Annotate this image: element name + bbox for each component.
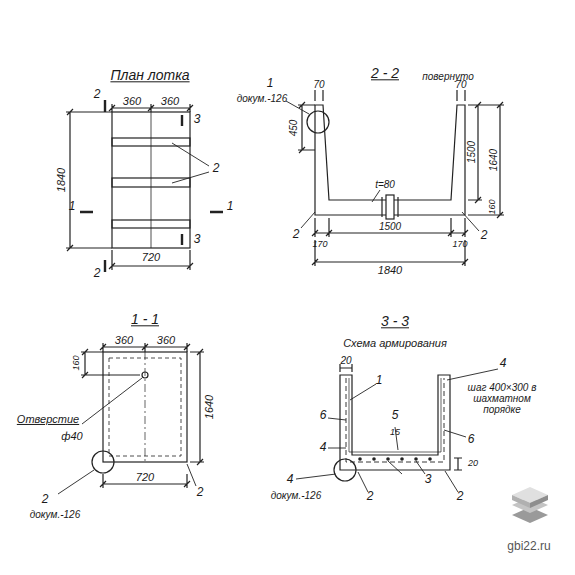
dimension: 1640	[488, 149, 499, 171]
dimension: 15	[390, 428, 400, 438]
dimension: 360	[123, 95, 141, 107]
note: Отверстие	[17, 413, 79, 425]
view-title: Схема армирования	[343, 337, 447, 349]
callout-number: 1	[376, 374, 383, 387]
view-title: 2 - 2	[371, 66, 399, 81]
dimension: 1500	[466, 141, 477, 163]
dimension: 160	[488, 199, 498, 214]
dimension: 20	[340, 355, 351, 366]
callout-number: 2	[367, 490, 374, 503]
callout-number: 4	[320, 441, 327, 454]
dimension: 20	[468, 459, 478, 469]
dimension: 360	[157, 334, 175, 346]
dimension: 170	[312, 240, 327, 250]
dimension: 450	[288, 120, 299, 137]
callout-number: 2	[293, 228, 300, 241]
callout-number: 5	[392, 409, 399, 422]
section-mark: 2	[94, 88, 101, 101]
callout-number: 2	[481, 229, 488, 242]
section-mark: 1	[227, 200, 234, 213]
document-ref: докум.-126	[271, 490, 321, 501]
callout-number: 6	[320, 409, 327, 422]
callout-number: 2	[197, 486, 204, 499]
dimension: 1840	[55, 168, 67, 192]
dimension: 170	[452, 240, 467, 250]
dimension: 1640	[203, 395, 215, 419]
callout-number: 2	[457, 490, 464, 503]
dimension: 360	[115, 334, 133, 346]
dimension: 70	[455, 79, 466, 90]
dimension: 720	[136, 471, 154, 483]
callout-number: 2	[213, 162, 220, 175]
dimension: 160	[72, 355, 82, 370]
dimension: 360	[161, 95, 179, 107]
section-mark: 3	[194, 113, 201, 126]
callout-number: 1	[267, 77, 274, 90]
document-ref: докум.-126	[30, 509, 80, 520]
dimension: 70	[313, 79, 324, 90]
dimension: 1500	[379, 221, 401, 232]
view-title: 1 - 1	[131, 312, 159, 327]
note: ф40	[61, 430, 82, 442]
section-mark: 1	[69, 200, 76, 213]
callout-number: 4	[287, 473, 294, 486]
dimension: 1840	[378, 264, 402, 276]
watermark: gbi22.ru	[507, 540, 550, 553]
view-title: План лотка	[110, 68, 189, 83]
section-mark: 3	[194, 233, 201, 246]
view-title: 3 - 3	[381, 314, 409, 329]
callout-number: 3	[425, 473, 432, 486]
callout-number: 4	[500, 357, 507, 370]
callout-number: 2	[42, 493, 49, 506]
note: шаг 400×300 в шахматном порядке	[456, 382, 548, 415]
dimension: 720	[142, 251, 160, 263]
document-ref: докум.-126	[237, 93, 287, 104]
dimension: t=80	[375, 179, 395, 190]
section-mark: 2	[94, 267, 101, 280]
callout-number: 6	[468, 433, 475, 446]
